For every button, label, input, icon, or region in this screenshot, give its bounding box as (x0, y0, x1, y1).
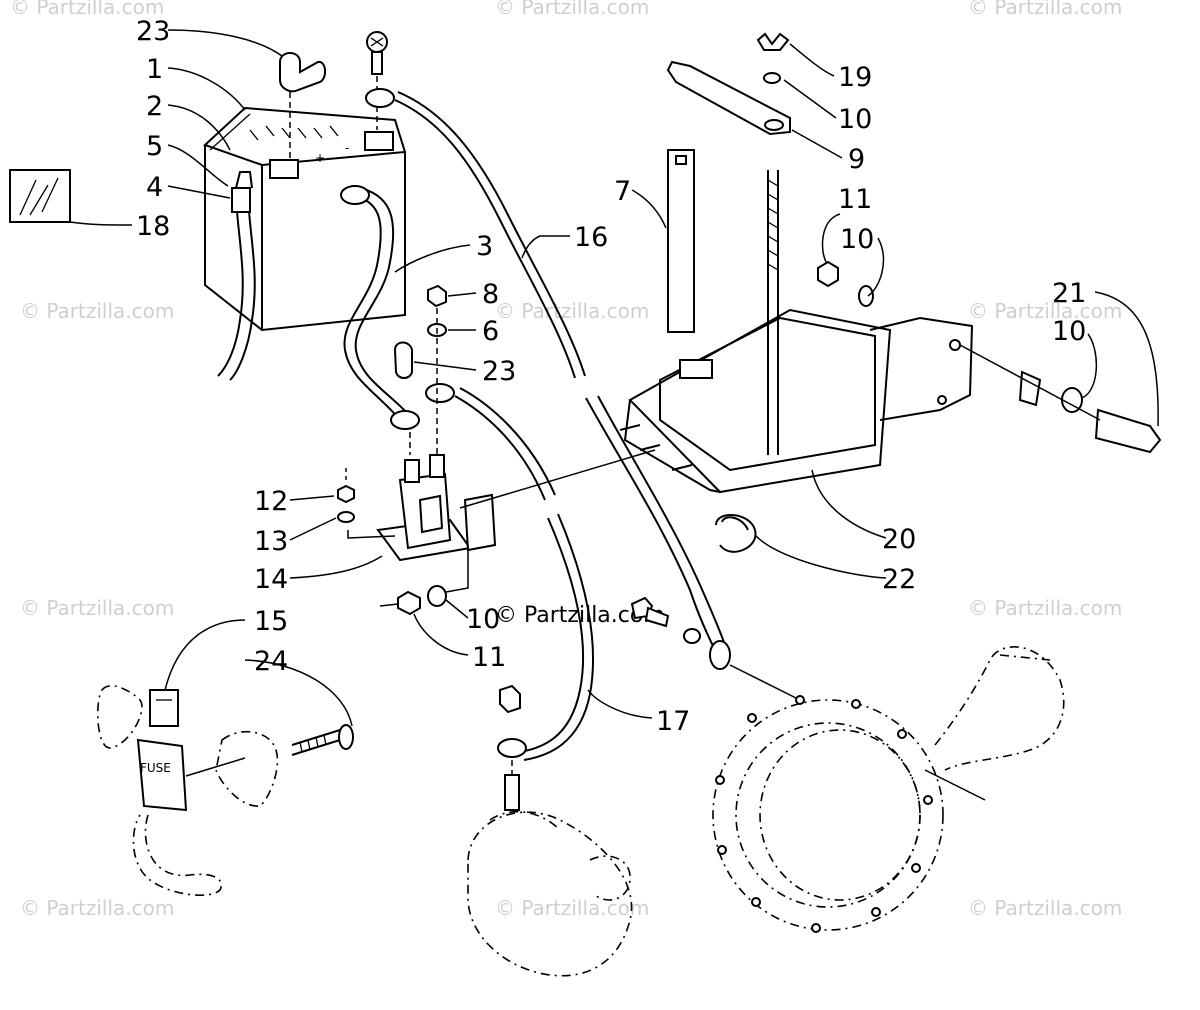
callout-5: 5 (146, 131, 163, 162)
watermark: © Partzilla.com (495, 299, 649, 323)
battery-tray (619, 308, 974, 494)
watermark: © Partzilla.com (495, 896, 649, 920)
terminal-cap-top (279, 52, 326, 162)
solenoid-mount-nut (337, 468, 396, 539)
starter-solenoid (376, 454, 497, 562)
callout-labels: 23 1 2 5 4 18 3 16 8 6 23 7 19 10 9 11 1… (136, 16, 1086, 737)
battery-plus-mark: + (315, 151, 325, 165)
watermark: © Partzilla.com (968, 0, 1122, 19)
battery: + - (203, 106, 407, 332)
callout-17: 17 (656, 706, 690, 737)
battery-vent-hose (217, 171, 256, 381)
watermark: © Partzilla.com (10, 0, 164, 19)
watermark: © Partzilla.com (20, 596, 174, 620)
starter-motor (467, 684, 633, 977)
callout-21: 21 (1052, 278, 1086, 309)
callout-8: 8 (482, 279, 499, 310)
callout-11: 11 (838, 184, 872, 215)
callout-15: 15 (254, 606, 288, 637)
callout-24: 24 (254, 646, 288, 677)
terminal-bolt (366, 31, 388, 130)
watermark: © Partzilla.com (20, 299, 174, 323)
callout-12: 12 (254, 486, 288, 517)
callout-6: 6 (482, 316, 499, 347)
callout-20: 20 (882, 524, 916, 555)
callout-7: 7 (614, 176, 631, 207)
cable-clamp (715, 513, 757, 553)
warning-decal (9, 169, 71, 223)
callout-10: 10 (840, 224, 874, 255)
fuse-label: FUSE (140, 761, 171, 775)
hold-down-assembly (666, 32, 791, 455)
callout-23: 23 (482, 356, 516, 387)
callout-11: 11 (472, 642, 506, 673)
guide-line (459, 449, 656, 509)
callout-19: 19 (838, 62, 872, 93)
tray-hardware-right (817, 260, 1162, 454)
callout-4: 4 (146, 172, 163, 203)
watermark: © Partzilla.com (20, 896, 174, 920)
callout-10: 10 (1052, 316, 1086, 347)
callout-18: 18 (136, 211, 170, 242)
callout-leaders (69, 29, 1159, 727)
positive-cable (340, 185, 420, 455)
callout-9: 9 (848, 144, 865, 175)
callout-23: 23 (136, 16, 170, 47)
callout-10: 10 (838, 104, 872, 135)
callout-13: 13 (254, 526, 288, 557)
watermark: © Partzilla.com (968, 299, 1122, 323)
watermark: © Partzilla.com (495, 0, 649, 19)
callout-14: 14 (254, 564, 288, 595)
callout-1: 1 (146, 54, 163, 85)
callout-16: 16 (574, 222, 608, 253)
callout-2: 2 (146, 91, 163, 122)
battery-minus-mark: - (345, 141, 349, 155)
solenoid-hardware (393, 284, 447, 455)
ground-cable (365, 88, 731, 670)
solenoid-mount-bolt-nut (379, 545, 469, 616)
starter-cable (425, 383, 595, 780)
ground-bolt (630, 596, 701, 644)
watermark-layer: © Partzilla.com © Partzilla.com © Partzi… (10, 0, 1122, 920)
callout-3: 3 (476, 231, 493, 262)
watermark: © Partzilla.com (968, 896, 1122, 920)
fuse-holder: FUSE (97, 685, 246, 896)
flywheel-housing (712, 646, 1065, 933)
callout-10: 10 (466, 604, 500, 635)
callout-22: 22 (882, 564, 916, 595)
watermark: © Partzilla.com (968, 596, 1122, 620)
fuse-mount-screw (215, 724, 354, 807)
guide-line (729, 664, 801, 701)
